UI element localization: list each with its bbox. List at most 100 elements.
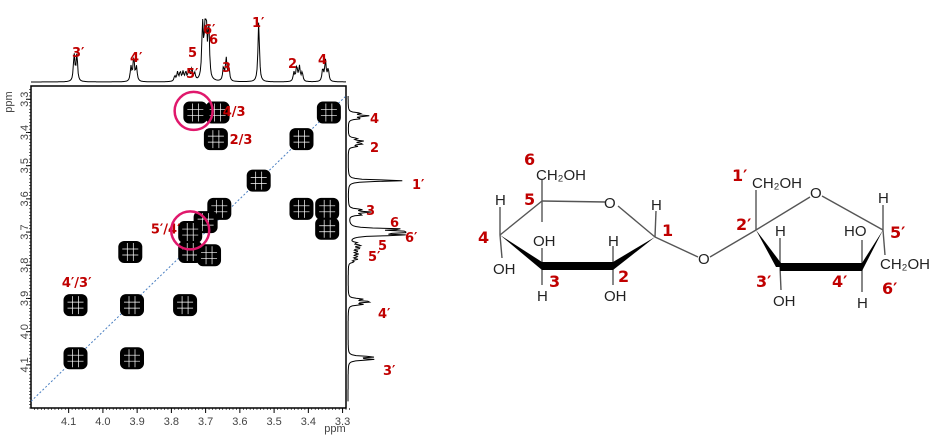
cross-peak-contour — [187, 103, 204, 122]
highlight-circle — [173, 90, 214, 132]
h4: H — [495, 192, 506, 209]
x-tick-label: 3.7 — [198, 416, 213, 428]
y-tick-label: 3.7 — [19, 224, 31, 239]
cross-peak-label: 4/3 — [223, 105, 246, 120]
num-4: 4 — [478, 228, 489, 247]
x-tick-label: 3.5 — [266, 416, 281, 428]
h3: H — [537, 288, 548, 305]
cross-peak — [178, 240, 203, 263]
cross-peak-contour — [177, 296, 194, 315]
top-peak-label: 5′ — [186, 67, 199, 82]
top-peak-label: 4′ — [130, 51, 143, 66]
c1p-ch2oh: CH₂OH — [752, 175, 802, 192]
y-tick-label: 3.3 — [19, 92, 31, 107]
glucose-ring-o: O — [604, 195, 616, 212]
cross-peak-contour — [124, 349, 141, 368]
right-peak-label: 1′ — [412, 178, 425, 193]
oh3p: OH — [773, 293, 796, 310]
num-5: 5 — [524, 190, 535, 209]
y-tick-label: 4.1 — [19, 357, 31, 372]
cross-peak-contour — [293, 130, 310, 149]
x-tick-label: 4.1 — [61, 416, 76, 428]
right-1d-spectrum — [347, 96, 407, 402]
cross-peak-contour — [320, 103, 337, 122]
num-1p: 1′ — [732, 166, 747, 185]
y-tick-label: 3.8 — [19, 258, 31, 273]
h5p: H — [878, 190, 889, 207]
cross-peak-contour — [211, 199, 228, 218]
top-peak-label: 1′ — [252, 16, 265, 31]
num-4p: 4′ — [832, 272, 847, 291]
x-tick-label: 3.3 — [335, 416, 350, 428]
cross-peak-contour — [209, 103, 226, 122]
cross-peak-contour — [250, 171, 267, 190]
y-tick-label: 4.0 — [19, 324, 31, 339]
sucrose-structure: CH₂OH O H OH OH H H OH H O CH₂OH O H H O… — [478, 150, 930, 312]
y-axis-label: ppm — [3, 91, 15, 112]
top-peak-label: 5 — [188, 46, 197, 61]
fructose-ring-o: O — [810, 185, 822, 202]
top-peak-label: 3′ — [72, 46, 85, 61]
top-peak-label: 4 — [318, 53, 327, 68]
right-peak-label: 5′ — [368, 250, 381, 265]
cross-peak — [118, 240, 143, 263]
cross-peak-label: 5′/4′ — [151, 223, 181, 238]
h3p: H — [775, 223, 786, 240]
y-tick-label: 3.4 — [19, 125, 31, 140]
oh2: OH — [604, 288, 627, 305]
h2: H — [608, 233, 619, 250]
x-axis-label: ppm — [324, 423, 345, 435]
cross-peak — [203, 128, 228, 151]
cross-peak-contour — [293, 199, 310, 218]
c6p-ch2oh: CH₂OH — [880, 256, 930, 273]
h4p: H — [857, 295, 868, 312]
cross-peak — [289, 197, 314, 220]
oh3: OH — [533, 233, 556, 250]
carbon-numbers: 6 5 4 3 2 1 1′ 2′ 3′ 4′ 5′ 6′ — [478, 150, 905, 298]
x-tick-label: 4.0 — [95, 416, 110, 428]
num-2: 2 — [618, 267, 629, 286]
top-peak-label: 3 — [222, 61, 231, 76]
highlight-circle — [169, 210, 211, 251]
num-3: 3 — [549, 272, 560, 291]
right-peak-label: 4′ — [378, 307, 391, 322]
right-peak-label: 2 — [370, 141, 379, 156]
cross-peak — [120, 294, 145, 317]
cross-peak-contour — [122, 242, 139, 261]
cross-peak-contour — [67, 296, 84, 315]
num-1: 1 — [662, 221, 673, 240]
cross-peak-contour — [319, 199, 336, 218]
top-peak-label: 2 — [288, 57, 297, 72]
cross-peak-label: 2/3 — [230, 133, 253, 148]
num-6p: 6′ — [882, 279, 897, 298]
x-tick-label: 3.9 — [129, 416, 144, 428]
cross-peak-contour — [201, 246, 218, 265]
cross-peak — [63, 294, 88, 317]
x-tick-label: 3.8 — [164, 416, 179, 428]
cross-peak-contour — [124, 296, 141, 315]
num-3p: 3′ — [756, 272, 771, 291]
c6-ch2oh: CH₂OH — [536, 167, 586, 184]
cross-peak — [315, 217, 340, 240]
y-tick-label: 3.9 — [19, 291, 31, 306]
atom-labels: CH₂OH O H OH OH H H OH H O CH₂OH O H H O… — [493, 167, 930, 312]
x-tick-label: 3.6 — [232, 416, 247, 428]
h1: H — [651, 197, 662, 214]
cross-peak-contour — [319, 219, 336, 238]
right-peak-label: 6′ — [405, 231, 418, 246]
right-peak-label: 5 — [378, 239, 387, 254]
glycosidic-o: O — [698, 251, 710, 268]
oh4: OH — [493, 261, 516, 278]
num-2p: 2′ — [736, 215, 751, 234]
cross-peak — [246, 169, 271, 192]
cross-peak-contour — [182, 223, 199, 242]
num-6: 6 — [524, 150, 535, 169]
cross-peak — [120, 347, 145, 370]
cross-peak — [289, 128, 314, 151]
cross-peak — [173, 294, 198, 317]
top-1d-spectrum — [31, 18, 346, 83]
right-peak-label: 6 — [390, 216, 399, 231]
top-peak-label: 6′ — [203, 23, 216, 38]
right-peak-label: 4 — [370, 112, 379, 127]
